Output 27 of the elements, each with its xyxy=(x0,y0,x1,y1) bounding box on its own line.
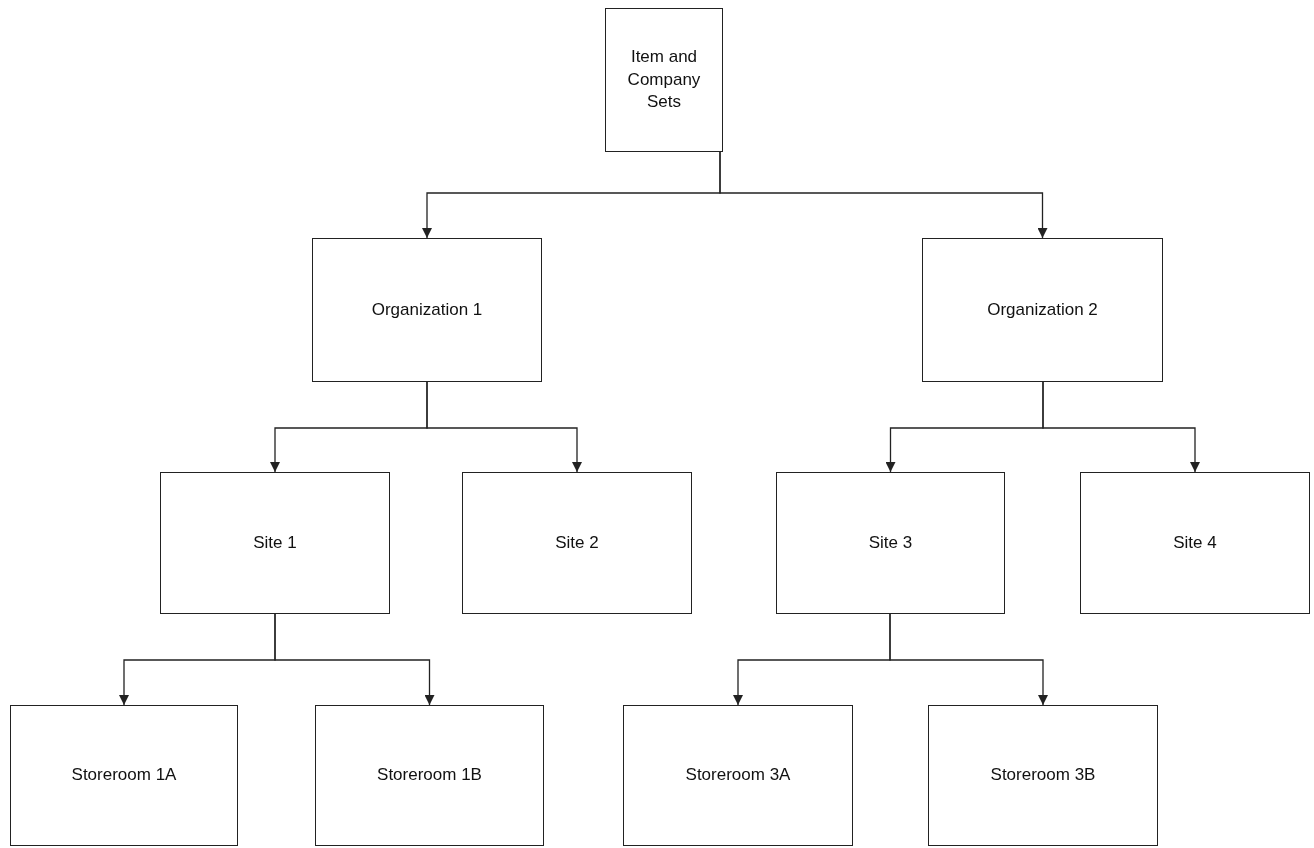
process-box xyxy=(315,705,544,846)
process-box xyxy=(605,8,723,152)
box-label: Organization 1 xyxy=(371,298,483,321)
box-label: Site 3 xyxy=(868,531,913,554)
process-box xyxy=(928,705,1158,846)
process-box xyxy=(462,472,692,614)
process-box xyxy=(1080,472,1310,614)
process-box xyxy=(922,238,1163,382)
box-label: Site 1 xyxy=(253,531,297,554)
box-label: Storeroom 3A xyxy=(685,764,791,787)
process-box xyxy=(312,238,542,382)
box-label: Storeroom 3B xyxy=(990,764,1096,787)
arrow xyxy=(426,381,582,473)
arrow xyxy=(719,151,1048,239)
arrow xyxy=(274,613,435,706)
process-box xyxy=(160,472,390,614)
process-box xyxy=(10,705,238,846)
arrow xyxy=(889,613,1048,706)
box-label: Site 2 xyxy=(555,531,599,554)
box-label: Storeroom 1B xyxy=(377,764,482,787)
arrow xyxy=(1042,381,1200,473)
box-label: Organization 2 xyxy=(987,298,1098,321)
box-label: Site 4 xyxy=(1173,531,1217,554)
box-label: Item and Company Sets xyxy=(626,45,702,114)
process-box xyxy=(776,472,1005,614)
process-box xyxy=(623,705,853,846)
box-label: Storeroom 1A xyxy=(71,764,177,787)
